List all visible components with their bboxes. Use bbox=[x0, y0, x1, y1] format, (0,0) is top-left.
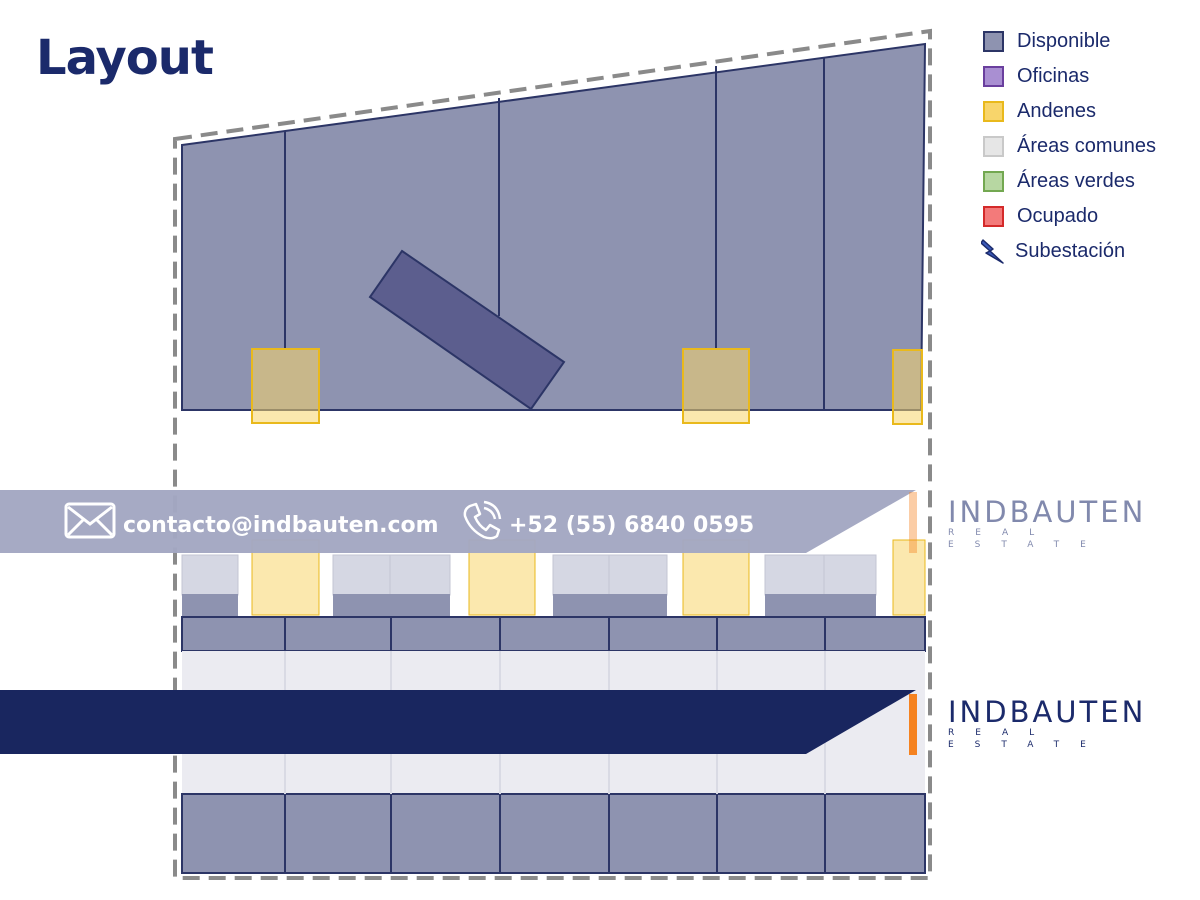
banner-accent bbox=[909, 492, 917, 553]
warehouse-lower-bottom[interactable] bbox=[181, 793, 926, 874]
brand-tagline: REAL ESTATE bbox=[948, 728, 1107, 750]
legend-label: Áreas comunes bbox=[1017, 135, 1156, 157]
legend-swatch bbox=[983, 66, 1004, 87]
legend-item-oficinas: Oficinas bbox=[983, 59, 1156, 94]
lightning-bolt-icon bbox=[981, 238, 1004, 264]
brand-name: INDBAUTEN bbox=[948, 495, 1147, 529]
legend-label: Oficinas bbox=[1017, 65, 1090, 87]
dock-andenes[interactable] bbox=[892, 349, 923, 425]
brand-name: INDBAUTEN bbox=[948, 695, 1147, 729]
legend-item-ocupado: Ocupado bbox=[983, 199, 1156, 234]
legend-label: Subestación bbox=[1015, 240, 1126, 262]
dock-andenes[interactable] bbox=[892, 539, 926, 616]
dock-andenes[interactable] bbox=[251, 348, 320, 424]
legend-label: Áreas verdes bbox=[1017, 170, 1135, 192]
site-boundary bbox=[173, 28, 932, 880]
common-strip bbox=[181, 554, 877, 616]
legend-item-disponible: Disponible bbox=[983, 24, 1156, 59]
brand-logo-1: INDBAUTEN REAL ESTATE bbox=[948, 497, 1183, 551]
navy-band bbox=[0, 690, 916, 754]
legend: Disponible Oficinas Andenes Áreas comune… bbox=[981, 24, 1156, 269]
dock-andenes[interactable] bbox=[682, 348, 750, 424]
legend-item-areas-verdes: Áreas verdes bbox=[983, 164, 1156, 199]
legend-swatch bbox=[983, 101, 1004, 122]
legend-swatch bbox=[983, 171, 1004, 192]
legend-swatch bbox=[983, 31, 1004, 52]
phone-icon bbox=[463, 500, 502, 540]
lower-dividers bbox=[284, 617, 826, 873]
legend-item-andenes: Andenes bbox=[983, 94, 1156, 129]
brand-tagline: REAL ESTATE bbox=[948, 528, 1107, 550]
legend-item-subestacion: Subestación bbox=[981, 234, 1156, 269]
contact-banner bbox=[0, 490, 916, 553]
legend-label: Disponible bbox=[1017, 30, 1111, 52]
legend-label: Ocupado bbox=[1017, 205, 1099, 227]
mail-icon bbox=[64, 502, 116, 539]
legend-label: Andenes bbox=[1017, 100, 1096, 122]
legend-item-areas-comunes: Áreas comunes bbox=[983, 129, 1156, 164]
legend-swatch bbox=[983, 136, 1004, 157]
band-accent bbox=[909, 694, 917, 755]
legend-swatch bbox=[983, 206, 1004, 227]
warehouse-lower-top[interactable] bbox=[181, 616, 926, 652]
contact-email[interactable]: contacto@indbauten.com bbox=[123, 513, 439, 538]
rotated-block[interactable] bbox=[368, 249, 566, 411]
contact-phone[interactable]: +52 (55) 6840 0595 bbox=[509, 513, 755, 538]
brand-logo-2: INDBAUTEN REAL ESTATE bbox=[948, 697, 1183, 751]
page-title: Layout bbox=[36, 30, 214, 86]
